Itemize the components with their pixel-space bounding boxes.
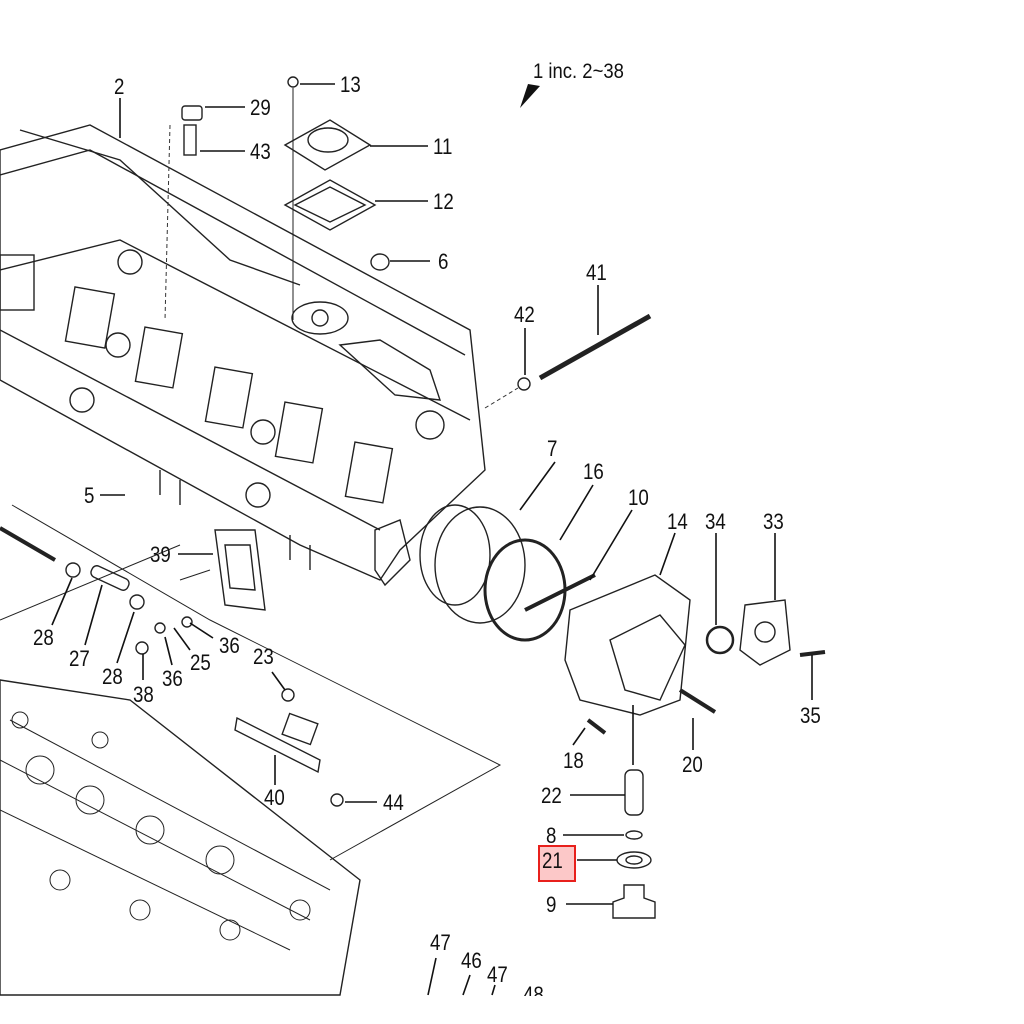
- callout-47a[interactable]: 47: [430, 930, 451, 955]
- callout-34[interactable]: 34: [705, 509, 726, 534]
- gasket-39: [214, 529, 266, 611]
- bolt-41: [538, 313, 652, 381]
- drain-plug-9: [612, 884, 656, 919]
- callout-33[interactable]: 33: [763, 509, 784, 534]
- cover-14: [564, 574, 691, 716]
- callout-38[interactable]: 38: [133, 682, 154, 707]
- callout-13[interactable]: 13: [340, 72, 361, 97]
- washer-8: [625, 830, 643, 840]
- callout-27[interactable]: 27: [69, 646, 90, 671]
- callout-44[interactable]: 44: [383, 790, 404, 815]
- callout-5[interactable]: 5: [84, 483, 95, 508]
- callout-8[interactable]: 8: [546, 823, 557, 848]
- callout-7[interactable]: 7: [547, 436, 558, 461]
- callout-48[interactable]: 48: [523, 982, 544, 1007]
- leader-lines: [51, 83, 813, 996]
- callout-25[interactable]: 25: [190, 650, 211, 675]
- direction-arrow-icon: [520, 84, 540, 108]
- callout-22[interactable]: 22: [541, 783, 562, 808]
- callout-28b[interactable]: 28: [102, 664, 123, 689]
- callout-36a[interactable]: 36: [219, 633, 240, 658]
- callout-35[interactable]: 35: [800, 703, 821, 728]
- callout-39[interactable]: 39: [150, 542, 171, 567]
- callout-28a[interactable]: 28: [33, 625, 54, 650]
- strainer: [434, 506, 526, 624]
- cylinder-head: [0, 679, 361, 996]
- callout-42[interactable]: 42: [514, 302, 535, 327]
- callout-20[interactable]: 20: [682, 752, 703, 777]
- callout-46[interactable]: 46: [461, 948, 482, 973]
- callout-14[interactable]: 14: [667, 509, 688, 534]
- callout-23[interactable]: 23: [253, 644, 274, 669]
- assembly-note: 1 inc. 2~38: [533, 60, 624, 83]
- callout-21[interactable]: 21: [542, 848, 563, 873]
- highlight-part-21[interactable]: [538, 845, 576, 882]
- callout-6[interactable]: 6: [438, 249, 449, 274]
- sensor: [164, 105, 203, 321]
- manifold-housing: [0, 124, 486, 587]
- gasket-21: [616, 851, 652, 869]
- callout-41[interactable]: 41: [586, 260, 607, 285]
- thermostat-cover: [283, 76, 377, 320]
- outlet-33: [739, 599, 791, 666]
- callout-18[interactable]: 18: [563, 748, 584, 773]
- bottom-blank: [0, 996, 1024, 1024]
- callout-10[interactable]: 10: [628, 485, 649, 510]
- callout-16[interactable]: 16: [583, 459, 604, 484]
- callout-9[interactable]: 9: [546, 892, 557, 917]
- bracket-40: [234, 716, 321, 774]
- washer-42: [517, 377, 531, 391]
- plug: [370, 253, 390, 271]
- callout-29[interactable]: 29: [250, 95, 271, 120]
- callout-47b[interactable]: 47: [487, 962, 508, 987]
- callout-43[interactable]: 43: [250, 139, 271, 164]
- callout-40[interactable]: 40: [264, 785, 285, 810]
- callout-2[interactable]: 2: [114, 74, 125, 99]
- callout-36b[interactable]: 36: [162, 666, 183, 691]
- callout-12[interactable]: 12: [433, 189, 454, 214]
- drain-22: [624, 769, 644, 816]
- callout-11[interactable]: 11: [433, 134, 453, 159]
- pipe-10: [524, 573, 596, 612]
